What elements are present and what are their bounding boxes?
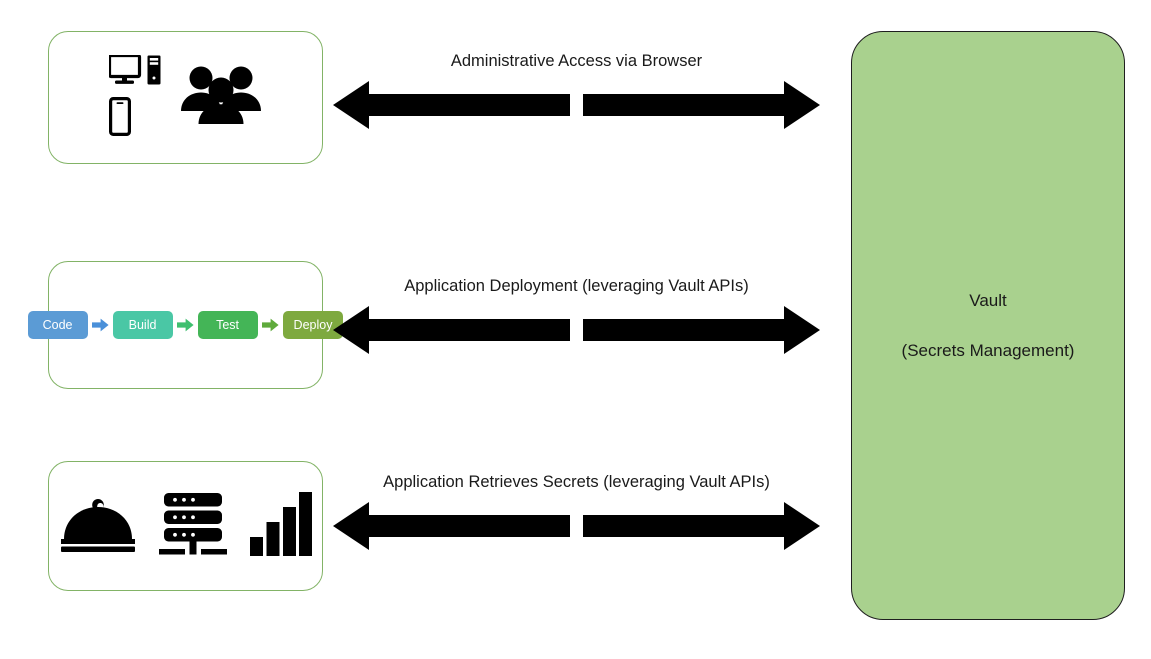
- double-headed-arrow-icon: [333, 306, 820, 354]
- flow-label-application-deployment: Application Deployment (leveraging Vault…: [404, 277, 749, 295]
- flow-label-administrative-access: Administrative Access via Browser: [450, 52, 703, 70]
- pipeline-stage-code: Code: [27, 310, 88, 340]
- server-rack-icon: [158, 492, 228, 561]
- vault-box: Vault (Secrets Management): [851, 31, 1125, 620]
- double-headed-arrow-icon: [333, 502, 820, 550]
- people-group-icon: [179, 64, 263, 131]
- pipeline-stage-test: Test: [197, 310, 258, 340]
- users-icon-cluster: [107, 53, 263, 141]
- cicd-pipeline-stages: Code Build Test Deploy: [27, 310, 344, 340]
- right-arrow-icon: [91, 318, 109, 332]
- apps-box-content: [49, 462, 322, 590]
- flow-application-deployment: Application Deployment (leveraging Vault…: [333, 277, 820, 356]
- pipeline-box-content: Code Build Test Deploy: [27, 262, 344, 388]
- source-box-cicd-pipeline: Code Build Test Deploy: [27, 261, 344, 389]
- bar-chart-icon: [249, 491, 312, 561]
- source-box-users-and-devices: [48, 31, 323, 164]
- desktop-tower-icon: [147, 55, 161, 90]
- serving-dome-icon: [60, 493, 136, 560]
- users-box-content: [49, 32, 322, 163]
- flow-administrative-access: Administrative Access via Browser: [333, 52, 820, 131]
- apps-icon-cluster: [60, 491, 312, 561]
- vault-title: Vault: [969, 290, 1007, 310]
- double-headed-arrow-icon: [333, 81, 820, 129]
- vault-subtitle: (Secrets Management): [901, 340, 1075, 360]
- right-arrow-icon: [261, 318, 279, 332]
- desktop-row: [107, 53, 161, 90]
- desktop-monitor-icon: [107, 53, 143, 90]
- pipeline-stage-build: Build: [112, 310, 173, 340]
- right-arrow-icon: [176, 318, 194, 332]
- pipeline-stage-deploy: Deploy: [282, 310, 344, 340]
- smartphone-icon: [108, 96, 131, 141]
- source-box-applications: [48, 461, 323, 591]
- device-icons-group: [107, 53, 161, 141]
- flow-application-retrieves-secrets: Application Retrieves Secrets (leveragin…: [333, 473, 820, 552]
- flow-label-application-retrieves-secrets: Application Retrieves Secrets (leveragin…: [383, 473, 770, 491]
